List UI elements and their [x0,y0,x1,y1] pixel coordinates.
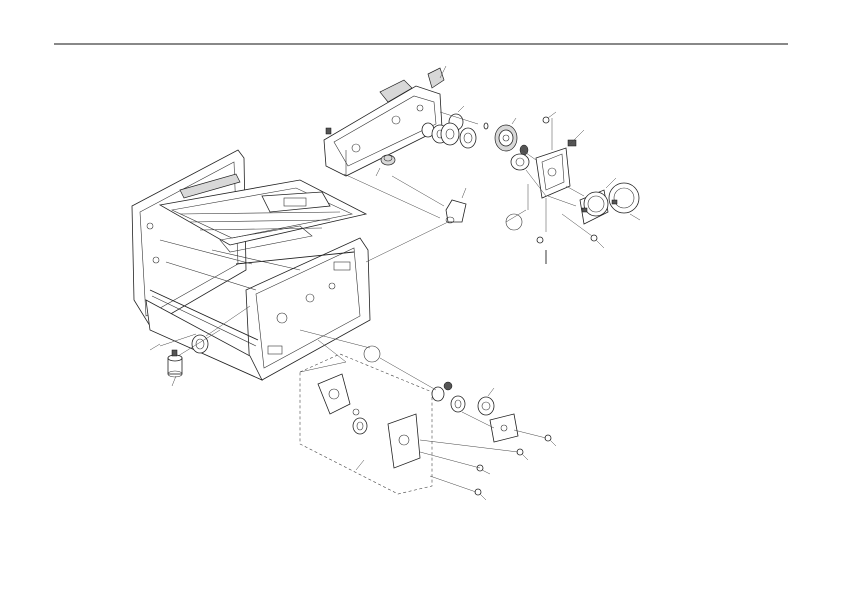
screw-set-upper [536,111,605,264]
main-frame-assembly [131,149,371,381]
reference-circle-lower [363,345,381,363]
drive-bracket-assembly [323,65,447,177]
assembly-leader-lines [159,111,593,493]
screw-set-lower [474,434,557,501]
bushing-part [375,154,396,177]
left-side-parts [149,334,209,387]
motor-unit [535,139,641,225]
reference-circle [505,213,523,231]
shaft-coupler-part [445,187,467,224]
lower-gear-unit [299,353,519,495]
